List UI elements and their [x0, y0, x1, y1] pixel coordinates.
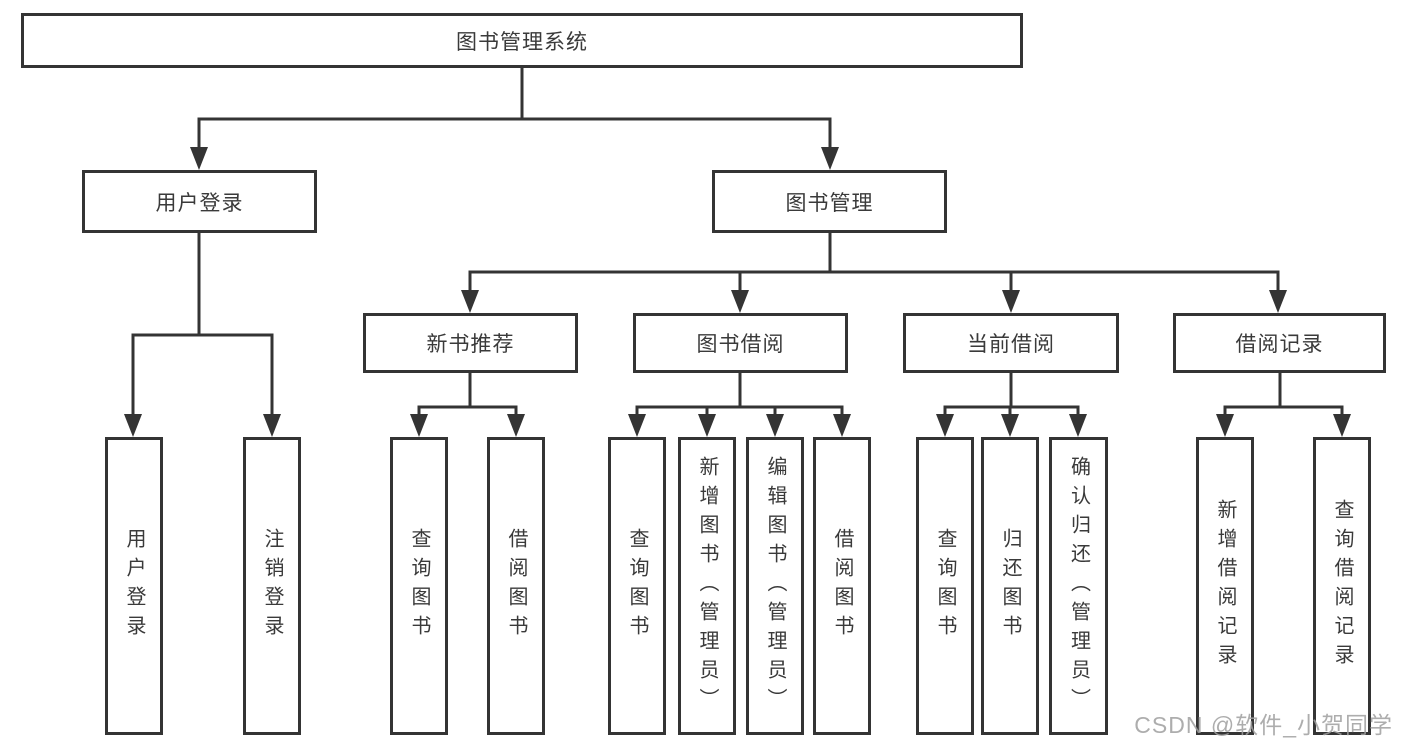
- leaf-query-borrow-record-label: 查询借阅记录: [1331, 499, 1353, 673]
- leaf-confirm-return-admin: 确认归还（管理员）: [1049, 437, 1108, 735]
- leaf-query-books-borrow-label: 查询图书: [626, 528, 648, 644]
- leaf-logout: 注销登录: [243, 437, 301, 735]
- leaf-logout-label: 注销登录: [261, 528, 283, 644]
- leaf-edit-books-admin: 编辑图书（管理员）: [746, 437, 804, 735]
- leaf-borrow-books-recommend: 借阅图书: [487, 437, 545, 735]
- node-borrow-records-label: 借阅记录: [1235, 333, 1324, 356]
- leaf-borrow-books-recommend-label: 借阅图书: [505, 528, 527, 644]
- leaf-confirm-return-admin-label: 确认归还（管理员）: [1067, 455, 1090, 717]
- leaf-user-login-label: 用户登录: [123, 528, 145, 644]
- leaf-borrow-books: 借阅图书: [813, 437, 871, 735]
- leaf-return-books: 归还图书: [981, 437, 1039, 735]
- leaf-edit-books-admin-label: 编辑图书（管理员）: [764, 455, 786, 717]
- leaf-query-books-recommend: 查询图书: [390, 437, 448, 735]
- node-root: 图书管理系统: [21, 13, 1023, 68]
- leaf-user-login: 用户登录: [105, 437, 163, 735]
- node-book-management-label: 图书管理: [785, 191, 874, 215]
- leaf-add-books-admin-label: 新增图书（管理员）: [696, 455, 718, 717]
- node-user-login-label: 用户登录: [155, 191, 244, 215]
- leaf-query-borrow-record: 查询借阅记录: [1313, 437, 1371, 735]
- node-borrow-records: 借阅记录: [1173, 313, 1386, 373]
- node-book-borrow: 图书借阅: [633, 313, 848, 373]
- node-current-borrow-label: 当前借阅: [967, 333, 1055, 356]
- leaf-add-borrow-record-label: 新增借阅记录: [1214, 499, 1236, 673]
- node-user-login: 用户登录: [82, 170, 317, 233]
- node-new-book-recommend: 新书推荐: [363, 313, 578, 373]
- node-new-book-recommend-label: 新书推荐: [426, 333, 515, 356]
- leaf-query-books-borrow: 查询图书: [608, 437, 666, 735]
- node-book-management: 图书管理: [712, 170, 947, 233]
- leaf-return-books-label: 归还图书: [999, 528, 1021, 644]
- node-current-borrow: 当前借阅: [903, 313, 1119, 373]
- leaf-query-books-recommend-label: 查询图书: [408, 528, 430, 644]
- csdn-watermark: CSDN @软件_小贺同学: [1134, 712, 1393, 738]
- leaf-borrow-books-label: 借阅图书: [831, 528, 853, 644]
- leaf-query-books-current: 查询图书: [916, 437, 974, 735]
- node-book-borrow-label: 图书借阅: [696, 333, 785, 356]
- leaf-query-books-current-label: 查询图书: [934, 528, 956, 644]
- leaf-add-books-admin: 新增图书（管理员）: [678, 437, 736, 735]
- arrowhead-icons: [124, 147, 1351, 437]
- node-root-label: 图书管理系统: [456, 30, 588, 54]
- leaf-add-borrow-record: 新增借阅记录: [1196, 437, 1254, 735]
